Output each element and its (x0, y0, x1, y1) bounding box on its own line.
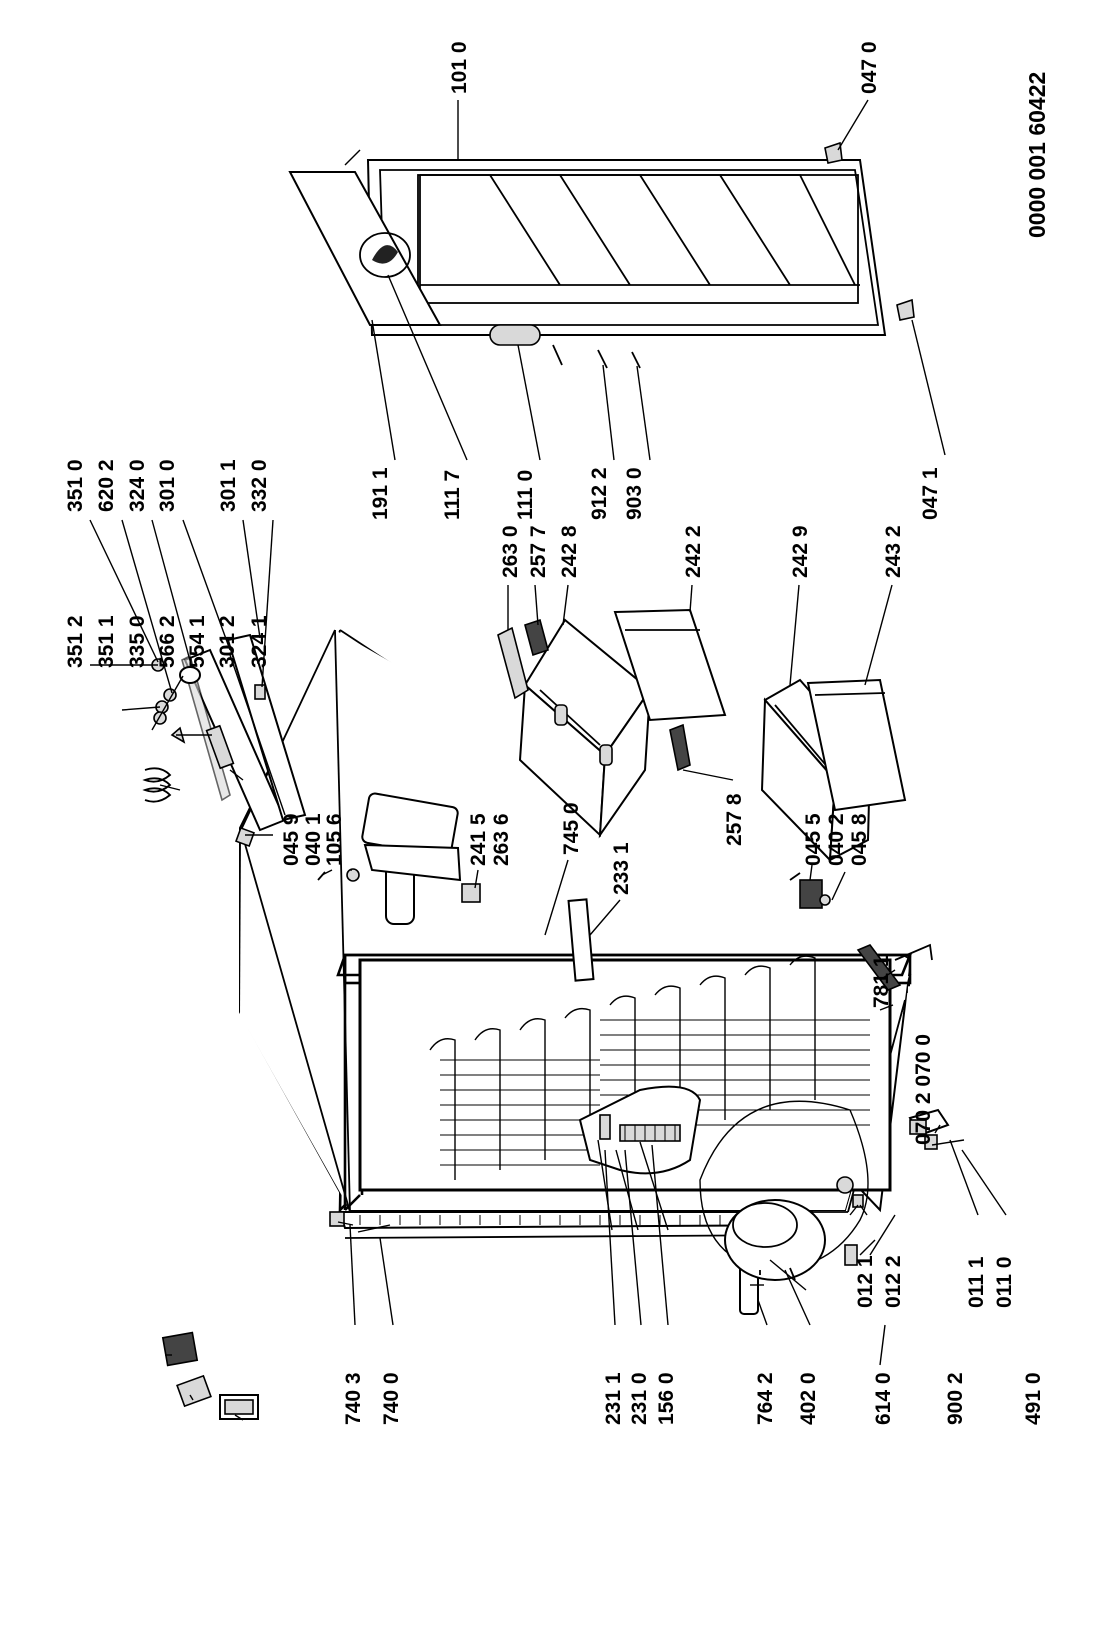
label-242-8: 242 8 (558, 525, 581, 578)
label-745-0: 745 0 (560, 802, 583, 855)
label-233-1: 233 1 (610, 842, 633, 895)
label-351-1: 351 1 (95, 615, 118, 668)
leader-lines (89, 99, 965, 1421)
door-handle (489, 324, 541, 346)
door-screws (552, 344, 641, 369)
label-263-6: 263 6 (490, 813, 513, 866)
label-324-1: 324 1 (248, 615, 271, 668)
label-351-2: 351 2 (64, 615, 87, 668)
label-263-0: 263 0 (499, 525, 522, 578)
door-gasket (288, 149, 442, 326)
label-231-1: 231 1 (602, 1372, 625, 1425)
spring (142, 767, 172, 803)
label-040-1: 040 1 (302, 813, 325, 866)
brand-logo (359, 232, 411, 278)
label-101-0: 101 0 (448, 41, 471, 94)
electric-parts (161, 1331, 259, 1420)
drawer-lid-2422 (613, 608, 727, 722)
label-012-2: 012 2 (882, 1255, 905, 1308)
bottom-leaders (349, 1139, 1007, 1366)
hinge-top (824, 141, 915, 321)
label-242-9: 242 9 (789, 525, 812, 578)
label-335-0: 335 0 (126, 615, 149, 668)
label-351-0: 351 0 (64, 459, 87, 512)
label-242-2: 242 2 (682, 525, 705, 578)
label-257-8: 257 8 (723, 793, 746, 846)
label-781-1: 781 1 (870, 955, 893, 1008)
label-324-0: 324 0 (126, 459, 149, 512)
label-301-2: 301 2 (216, 615, 239, 668)
label-045-5: 045 5 (802, 813, 825, 866)
label-045-9: 045 9 (280, 813, 303, 866)
label-011-0: 011 0 (993, 1257, 1016, 1308)
label-491-0: 491 0 (1022, 1372, 1045, 1425)
leveling-feet (844, 943, 950, 1266)
label-105-6: 105 6 (323, 813, 346, 866)
basket-flap-2415 (361, 792, 462, 925)
label-257-7: 257 7 (527, 525, 550, 578)
part-labels: 351 2 351 1 335 0 566 2 554 1 301 2 324 … (64, 41, 1050, 1425)
document-code: 0000 001 60422 (1024, 72, 1050, 238)
label-011-1: 011 1 (965, 1256, 988, 1308)
drawer-rail (497, 618, 691, 772)
label-040-2: 040 2 (825, 813, 848, 866)
drawer-lid-2432 (806, 678, 907, 812)
label-332-0: 332 0 (248, 459, 271, 512)
control-panel (142, 633, 307, 847)
door (366, 159, 887, 346)
drawer-upper (518, 618, 652, 839)
label-912-2: 912 2 (588, 467, 611, 520)
label-047-1: 047 1 (919, 467, 942, 520)
label-156-0: 156 0 (655, 1372, 678, 1425)
label-554-1: 554 1 (186, 615, 209, 668)
label-191-1: 191 1 (369, 467, 392, 520)
label-231-0: 231 0 (628, 1372, 651, 1425)
label-301-1: 301 1 (217, 459, 240, 512)
label-903-0: 903 0 (623, 467, 646, 520)
label-614-0: 614 0 (872, 1372, 895, 1425)
label-900-2: 900 2 (944, 1372, 967, 1425)
label-047-0: 047 0 (858, 41, 881, 94)
compressor (699, 1100, 869, 1281)
label-070-0: 070 2 070 0 (912, 1034, 935, 1145)
label-301-0: 301 0 (156, 459, 179, 512)
label-241-5: 241 5 (467, 813, 490, 866)
label-045-8: 045 8 (848, 813, 871, 866)
label-402-0: 402 0 (797, 1372, 820, 1425)
label-620-2: 620 2 (95, 459, 118, 512)
label-566-2: 566 2 (156, 615, 179, 668)
drip-tray (578, 1085, 702, 1175)
door-stop-parts (317, 868, 831, 982)
label-243-2: 243 2 (882, 525, 905, 578)
label-740-0: 740 0 (380, 1372, 403, 1425)
label-012-1: 012 1 (854, 1255, 877, 1308)
label-764-2: 764 2 (754, 1372, 777, 1425)
label-740-3: 740 3 (342, 1372, 365, 1425)
label-111-0: 111 0 (514, 470, 537, 520)
label-111-7: 111 7 (441, 470, 464, 520)
